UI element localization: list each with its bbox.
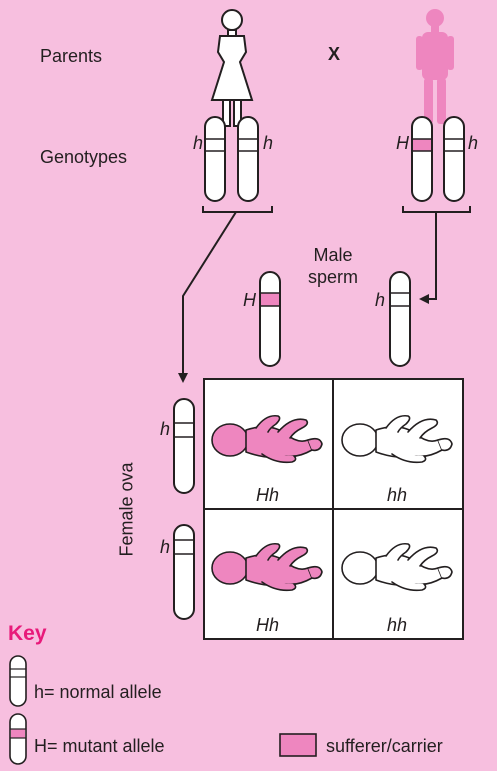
cell-genotype-1: Hh xyxy=(256,485,279,506)
ovum-allele-1: h xyxy=(160,419,170,440)
genotypes-label: Genotypes xyxy=(40,147,127,168)
key-mutant-chromosome-icon xyxy=(10,714,26,764)
key-normal-chromosome-icon xyxy=(10,656,26,706)
sperm-chromosome-H xyxy=(260,272,280,366)
ovum-chromosome-1 xyxy=(174,399,194,493)
father-bracket xyxy=(403,206,470,212)
cell-genotype-2: hh xyxy=(387,485,407,506)
cell-genotype-3: Hh xyxy=(256,615,279,636)
male-sperm-label: Male sperm xyxy=(308,244,358,288)
key-mutant-label: H= mutant allele xyxy=(34,736,165,757)
father-figure xyxy=(416,9,454,124)
father-chromosome-2 xyxy=(444,117,464,201)
sperm-chromosome-h xyxy=(390,272,410,366)
father-to-sperm-arrow xyxy=(424,212,436,299)
key-normal-label: h= normal allele xyxy=(34,682,162,703)
mother-to-ova-arrow xyxy=(183,212,236,378)
mother-allele-2: h xyxy=(263,133,273,154)
mother-chromosome-1 xyxy=(205,117,225,201)
sperm-allele-1: H xyxy=(243,290,256,311)
cross-symbol: X xyxy=(328,44,340,65)
cell-genotype-4: hh xyxy=(387,615,407,636)
sperm-allele-2: h xyxy=(375,290,385,311)
mother-allele-1: h xyxy=(193,133,203,154)
female-ova-label: Female ova xyxy=(117,460,138,560)
mother-chromosome-2 xyxy=(238,117,258,201)
mother-figure xyxy=(212,10,252,126)
father-chromosome-1 xyxy=(412,117,432,201)
key-sufferer-swatch xyxy=(280,734,316,756)
father-allele-2: h xyxy=(468,133,478,154)
punnett-grid xyxy=(204,379,463,639)
ovum-allele-2: h xyxy=(160,537,170,558)
key-sufferer-label: sufferer/carrier xyxy=(326,736,443,757)
ovum-chromosome-2 xyxy=(174,525,194,619)
key-title: Key xyxy=(8,622,47,646)
father-allele-1: H xyxy=(396,133,409,154)
parents-label: Parents xyxy=(40,46,102,67)
mother-bracket xyxy=(203,206,272,212)
